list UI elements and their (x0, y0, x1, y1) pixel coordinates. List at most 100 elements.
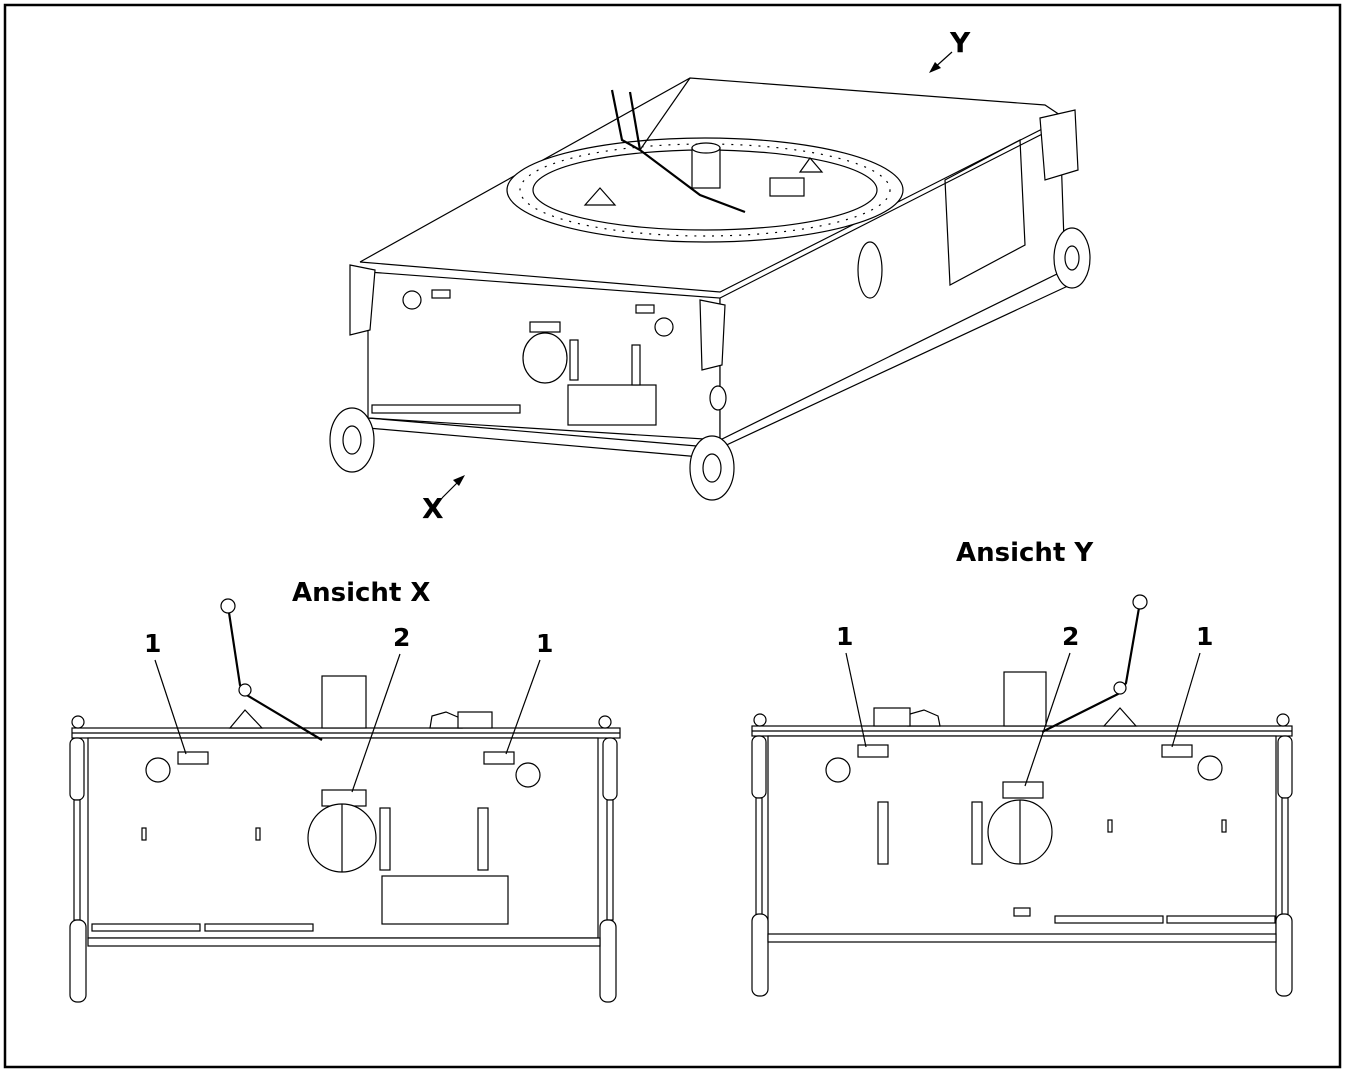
view-y-letter: Y (949, 26, 971, 59)
iso-linkage-line (639, 77, 691, 151)
x-post-rod-left (73, 799, 81, 921)
iso-eye-back-right (1053, 227, 1091, 289)
x-plate (381, 875, 509, 925)
x-leader-right (505, 659, 541, 755)
iso-lug-1 (583, 187, 617, 206)
y-shackle-right (1197, 755, 1223, 781)
x-shackle-right (515, 762, 541, 788)
x-post-rod-right (606, 799, 614, 921)
iso-tower-front-right (699, 299, 726, 371)
x-rail-segment-1 (91, 923, 201, 932)
y-post-top-left (751, 735, 767, 799)
iso-shackle-left (402, 290, 422, 310)
x-leader-left (154, 659, 187, 755)
y-central-post (1003, 671, 1047, 727)
y-post-bottom-left (751, 913, 769, 997)
x-hole-1 (141, 827, 147, 841)
y-lug-left (907, 709, 941, 727)
iso-shackle-right (654, 317, 674, 337)
iso-front-plate (567, 384, 657, 426)
iso-side-eye (709, 385, 727, 411)
y-leader-left (845, 652, 867, 748)
x-arm-pin-mid (238, 683, 252, 697)
x-callout-left: 1 (144, 629, 161, 658)
iso-linkage-arm-2 (628, 91, 642, 151)
x-post-bottom-right (599, 919, 617, 1003)
view-x: Ansicht X (69, 578, 621, 1003)
y-slot-1 (877, 801, 889, 865)
turntable-ring-outer (506, 137, 904, 243)
iso-bottom-rail-2 (367, 427, 713, 459)
x-central-post (321, 675, 367, 729)
x-bracket (457, 711, 493, 729)
y-arm-pin-top (1132, 594, 1148, 610)
iso-slot-1 (569, 339, 579, 381)
y-bracket (873, 707, 911, 727)
x-shackle-left (145, 757, 171, 783)
y-label-right (1161, 744, 1193, 758)
x-arm-pin-top (220, 598, 236, 614)
y-linkage-arm (1041, 601, 1142, 733)
view-y-arrow-head (929, 62, 941, 73)
iso-label-right (635, 304, 655, 314)
y-warning-label (1002, 781, 1044, 799)
central-post-top (691, 142, 721, 154)
view-y: Ansicht Y (751, 538, 1293, 997)
iso-warning-label (529, 321, 561, 333)
iso-eye-front-right (689, 435, 735, 501)
iso-tower-front-left (349, 264, 376, 336)
y-slot-2 (971, 801, 983, 865)
iso-tower-back-right (1039, 109, 1079, 181)
x-callout-right: 1 (536, 629, 553, 658)
x-rail-segment-2 (204, 923, 314, 932)
y-top-pin-left (753, 713, 767, 727)
y-lug-right (1102, 707, 1138, 727)
y-label-left (857, 744, 889, 758)
x-top-pin-right (598, 715, 612, 729)
view-y-title: Ansicht Y (956, 538, 1094, 568)
x-top-pin-left (71, 715, 85, 729)
iso-slot-2 (631, 344, 641, 386)
x-slot-1 (379, 807, 391, 871)
view-x-title: Ansicht X (292, 578, 430, 608)
iso-top-front-edge (359, 119, 1061, 293)
y-small-plate (1013, 907, 1031, 917)
x-lug-left (228, 709, 264, 729)
drawing-border (3, 3, 1342, 1069)
y-rail-segment-1 (1054, 915, 1164, 924)
x-post-top-left (69, 737, 85, 801)
isometric-view: Y X (329, 26, 1091, 525)
iso-eye-front-right-hole (702, 453, 722, 483)
x-post-top-right (602, 737, 618, 801)
x-slot-2 (477, 807, 489, 871)
iso-front-port (522, 332, 568, 384)
x-leader-center (351, 653, 401, 793)
y-post-top-right (1277, 735, 1293, 799)
x-lug-right (429, 711, 463, 729)
y-bottom-rail (767, 933, 1277, 943)
x-label-right (483, 751, 515, 765)
y-leader-right (1171, 652, 1201, 748)
x-label-left (177, 751, 209, 765)
view-x-arrow-head (453, 475, 465, 486)
y-post-rod-left (755, 797, 763, 919)
iso-side-recess (944, 139, 1026, 286)
y-post-rod-right (1281, 797, 1289, 919)
y-rail-segment-2 (1166, 915, 1276, 924)
y-post-bottom-right (1275, 913, 1293, 997)
y-leader-center (1024, 652, 1071, 787)
iso-eye-front-left-hole (342, 425, 362, 455)
x-hole-2 (255, 827, 261, 841)
iso-label-left (431, 289, 451, 299)
x-bottom-rail (87, 937, 601, 947)
iso-bracket (769, 177, 805, 197)
x-callout-center: 2 (393, 623, 410, 652)
y-top-pin-right (1276, 713, 1290, 727)
x-post-bottom-left (69, 919, 87, 1003)
iso-side-port (857, 241, 883, 299)
y-hole-1 (1107, 819, 1113, 833)
y-callout-right: 1 (1196, 622, 1213, 651)
y-hole-2 (1221, 819, 1227, 833)
